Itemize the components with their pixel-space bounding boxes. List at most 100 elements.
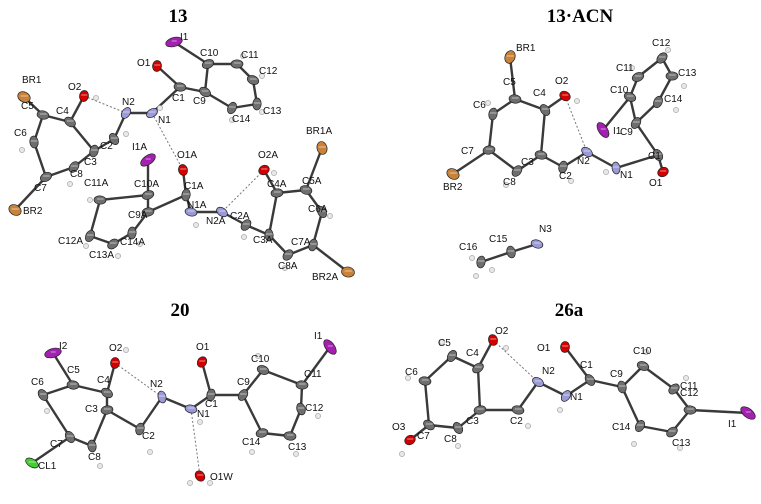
atom-label: C4A	[267, 179, 287, 190]
atom-c10	[201, 59, 215, 69]
hydrogen-bond	[564, 95, 588, 153]
atom-br2a	[341, 266, 355, 278]
hydrogen-atom	[83, 243, 89, 249]
atom-label: O2	[555, 76, 569, 87]
hydrogen-bond	[114, 362, 163, 398]
bond	[51, 351, 75, 387]
atom-label: C11	[241, 50, 259, 61]
atom-label: C13	[672, 438, 691, 449]
atom-label: C16	[459, 242, 478, 253]
atom-label: C2	[100, 141, 113, 152]
bond	[90, 408, 109, 448]
atom-label: I1	[180, 32, 189, 43]
atom-br1a	[316, 141, 328, 155]
bond	[620, 385, 642, 428]
atom-c14	[255, 428, 269, 438]
atom-c7	[64, 431, 76, 443]
atom-label: C9	[620, 127, 633, 138]
hydrogen-atom	[673, 107, 679, 113]
hydrogen-atom	[197, 419, 203, 425]
atom-label: C5	[21, 101, 34, 112]
hydrogen-atom	[67, 181, 73, 187]
atom-label: C6	[31, 377, 44, 388]
atom-n2a	[216, 206, 228, 218]
atom-label: C12	[680, 388, 699, 399]
hydrogen-atom	[115, 253, 121, 259]
atom-c9	[237, 389, 249, 401]
bond	[688, 408, 750, 415]
hydrogen-atom	[489, 267, 495, 273]
atom-label: C12	[305, 403, 324, 414]
atom-c13	[283, 431, 297, 441]
hydrogen-atom	[293, 451, 299, 457]
atom-o1	[657, 166, 669, 178]
hydrogen-atom	[229, 117, 235, 123]
hydrogen-atom	[240, 53, 246, 59]
atom-label: O1A	[177, 150, 197, 161]
atom-label: C6	[14, 128, 27, 139]
hydrogen-atom	[259, 73, 265, 79]
hydrogen-atom	[193, 222, 199, 228]
atom-c10	[623, 92, 637, 102]
atom-label: N2	[542, 366, 555, 377]
atom-c11	[631, 72, 645, 82]
bond	[479, 250, 513, 264]
atom-label: C3	[466, 416, 479, 427]
atom-n2	[581, 146, 593, 158]
atom-c6a	[316, 205, 328, 219]
atom-label: O2	[495, 326, 509, 337]
atom-c8	[452, 422, 464, 434]
hydrogen-atom	[19, 147, 25, 153]
atom-c12	[296, 402, 306, 416]
bond	[98, 193, 150, 202]
bond	[13, 175, 48, 212]
atom-c8	[511, 165, 523, 177]
atom-i1	[596, 122, 610, 138]
bond	[172, 40, 210, 66]
panel-title: 13·ACN	[547, 6, 614, 27]
atom-label: C1A	[184, 181, 204, 192]
hydrogen-atom	[568, 178, 574, 184]
bond	[267, 191, 279, 237]
hydrogen-bond	[492, 339, 539, 383]
hydrogen-atom	[249, 449, 255, 455]
atom-c11	[668, 383, 680, 395]
atom-c8a	[282, 249, 294, 261]
atom-label: C11	[616, 63, 634, 74]
atom-label: BR1	[22, 75, 42, 86]
atom-label: N1	[158, 115, 171, 126]
atom-label: C11	[304, 369, 322, 380]
hydrogen-atom	[485, 100, 491, 106]
atom-i1	[165, 36, 183, 48]
atom-c8	[87, 439, 97, 453]
atom-label: C5A	[302, 176, 322, 187]
atom-c14a	[127, 226, 137, 240]
atom-n1	[146, 107, 158, 119]
atom-o2	[488, 334, 498, 346]
hydrogen-atom	[603, 169, 609, 175]
atom-c9	[199, 86, 211, 98]
bond	[516, 380, 540, 412]
atom-label: C5	[503, 77, 516, 88]
atom-br1	[17, 91, 31, 103]
atom-label: O1	[196, 342, 210, 353]
atom-c11	[230, 59, 244, 69]
hydrogen-atom	[259, 109, 265, 115]
atom-c13	[666, 426, 678, 438]
atom-c1	[652, 149, 664, 161]
hydrogen-atom	[677, 445, 683, 451]
atom-i1	[740, 406, 756, 420]
atom-label: I1	[314, 331, 323, 342]
atom-label: C7	[50, 439, 63, 450]
hydrogen-atom	[439, 339, 445, 345]
atom-label: C14	[242, 437, 261, 448]
atom-o3	[404, 434, 416, 446]
panel-title: 26a	[555, 300, 584, 321]
hydrogen-bond	[151, 112, 184, 171]
atom-br2	[8, 204, 22, 216]
atom-n2	[532, 377, 544, 387]
atom-label: C7	[417, 431, 430, 442]
atom-o2	[110, 357, 120, 369]
atom-label: C8	[88, 452, 101, 463]
